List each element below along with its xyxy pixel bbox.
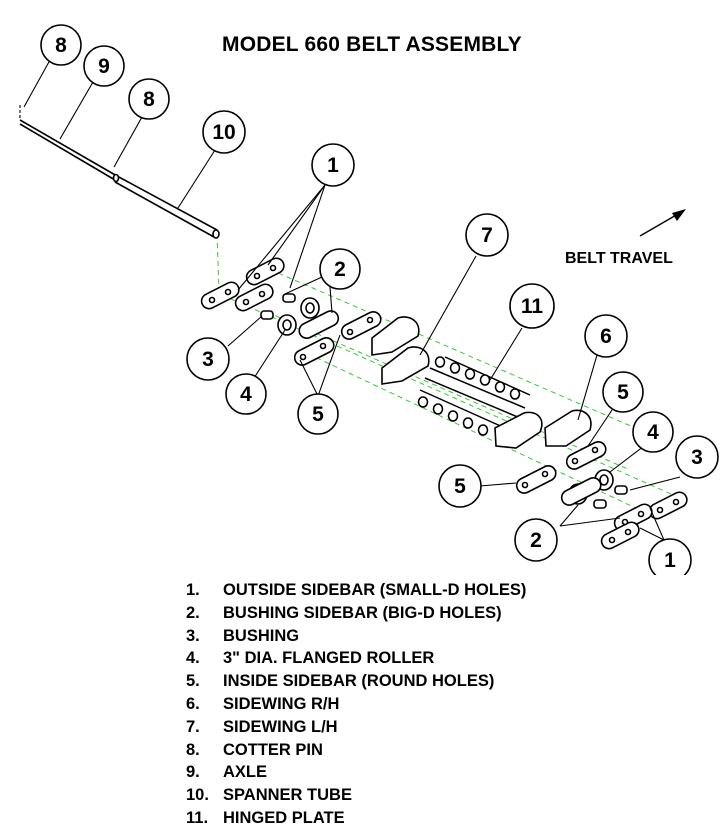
callout-label: 7 bbox=[481, 224, 493, 247]
legend-number: 8. bbox=[186, 740, 200, 759]
callout-label: 8 bbox=[55, 34, 67, 57]
callout-label: 5 bbox=[617, 381, 629, 404]
callout-label: 10 bbox=[212, 121, 235, 144]
callout-4-right: 4 bbox=[632, 411, 674, 453]
callout-label: 8 bbox=[143, 88, 155, 111]
legend-number: 7. bbox=[186, 717, 200, 736]
legend-item: 11. HINGED PLATE bbox=[186, 807, 526, 830]
left-bushings-rollers bbox=[260, 293, 340, 339]
legend-number: 11. bbox=[186, 808, 209, 827]
callout-2-right: 2 bbox=[514, 518, 558, 562]
legend-item: 4. 3" DIA. FLANGED ROLLER bbox=[186, 647, 526, 670]
sidewings-right bbox=[494, 409, 592, 449]
right-outside-sidebars bbox=[600, 491, 688, 550]
callout-label: 4 bbox=[647, 421, 659, 444]
legend-label: INSIDE SIDEBAR (ROUND HOLES) bbox=[223, 672, 495, 691]
callout-7: 7 bbox=[465, 213, 509, 257]
axle-and-tube bbox=[19, 105, 220, 239]
legend-label: OUTSIDE SIDEBAR (SMALL-D HOLES) bbox=[223, 581, 527, 599]
callout-label: 5 bbox=[312, 403, 324, 426]
right-bushings-rollers bbox=[560, 469, 628, 509]
legend-item: 8. COTTER PIN bbox=[186, 739, 526, 762]
callout-1-right: 1 bbox=[648, 538, 692, 575]
legend-item: 3. BUSHING bbox=[186, 625, 526, 648]
legend-item: 2. BUSHING SIDEBAR (BIG-D HOLES) bbox=[186, 602, 526, 625]
callout-label: 3 bbox=[202, 348, 214, 371]
left-outside-sidebars bbox=[200, 257, 285, 312]
legend-number: 1. bbox=[186, 581, 200, 599]
callout-2-left: 2 bbox=[319, 248, 361, 290]
legend-number: 10. bbox=[186, 786, 209, 805]
callout-label: 1 bbox=[664, 549, 676, 572]
leader-lines bbox=[23, 59, 681, 541]
legend-label: COTTER PIN bbox=[223, 740, 323, 759]
legend-number: 6. bbox=[186, 694, 200, 713]
legend-number: 4. bbox=[186, 649, 200, 668]
callout-bubbles: 8 9 8 10 1 2 3 4 bbox=[40, 24, 719, 575]
legend-number: 3. bbox=[186, 626, 200, 645]
callout-11: 11 bbox=[509, 283, 555, 329]
legend-item: 10. SPANNER TUBE bbox=[186, 784, 526, 807]
callout-1-left: 1 bbox=[311, 143, 355, 187]
legend-label: SPANNER TUBE bbox=[223, 786, 352, 805]
belt-travel-arrow-icon bbox=[639, 209, 686, 237]
right-inside-sidebars bbox=[515, 441, 607, 494]
legend-label: BUSHING SIDEBAR (BIG-D HOLES) bbox=[223, 603, 502, 622]
sidewings-left bbox=[371, 316, 430, 385]
callout-8-second: 8 bbox=[128, 78, 170, 120]
hinged-plate bbox=[417, 356, 531, 436]
callout-4-left: 4 bbox=[225, 373, 267, 415]
legend-label: SIDEWING R/H bbox=[223, 694, 340, 713]
callout-5-left: 5 bbox=[297, 393, 339, 435]
callout-5-right-upper: 5 bbox=[602, 371, 644, 413]
callout-label: 4 bbox=[240, 383, 252, 406]
title: MODEL 660 BELT ASSEMBLY bbox=[222, 33, 522, 56]
legend-label: 3" DIA. FLANGED ROLLER bbox=[223, 649, 435, 668]
callout-3-right: 3 bbox=[675, 435, 719, 479]
legend-item: 7. SIDEWING L/H bbox=[186, 716, 526, 739]
callout-label: 9 bbox=[98, 55, 110, 78]
legend-number: 2. bbox=[186, 603, 200, 622]
legend-item: 1. OUTSIDE SIDEBAR (SMALL-D HOLES) bbox=[186, 579, 526, 602]
callout-label: 5 bbox=[454, 475, 466, 498]
legend-item: 5. INSIDE SIDEBAR (ROUND HOLES) bbox=[186, 670, 526, 693]
legend-label: BUSHING bbox=[223, 626, 300, 645]
callout-10: 10 bbox=[202, 110, 246, 154]
callout-9: 9 bbox=[83, 45, 125, 87]
belt-travel-label: BELT TRAVEL bbox=[565, 250, 673, 267]
legend-label: HINGED PLATE bbox=[223, 808, 345, 827]
callout-label: 6 bbox=[600, 325, 612, 348]
legend-label: AXLE bbox=[223, 763, 268, 782]
callout-label: 1 bbox=[327, 154, 339, 177]
legend-label: SIDEWING L/H bbox=[223, 717, 338, 736]
belt-assembly-drawing: 8 9 8 10 1 2 3 4 bbox=[19, 24, 719, 575]
callout-5-right-lower: 5 bbox=[438, 464, 482, 508]
callout-label: 2 bbox=[334, 258, 346, 281]
legend-item: 9. AXLE bbox=[186, 761, 526, 784]
legend-number: 5. bbox=[186, 672, 200, 691]
callout-8-top: 8 bbox=[40, 24, 82, 66]
callout-label: 3 bbox=[691, 446, 703, 469]
parts-legend: 1. OUTSIDE SIDEBAR (SMALL-D HOLES) 2. BUSH… bbox=[186, 579, 526, 830]
left-inside-sidebars bbox=[293, 311, 382, 366]
callout-label: 2 bbox=[530, 529, 542, 552]
callout-label: 11 bbox=[521, 295, 544, 318]
callout-6: 6 bbox=[584, 314, 628, 358]
legend-number: 9. bbox=[186, 763, 200, 782]
legend-item: 6. SIDEWING R/H bbox=[186, 693, 526, 716]
callout-3-left: 3 bbox=[186, 337, 230, 381]
